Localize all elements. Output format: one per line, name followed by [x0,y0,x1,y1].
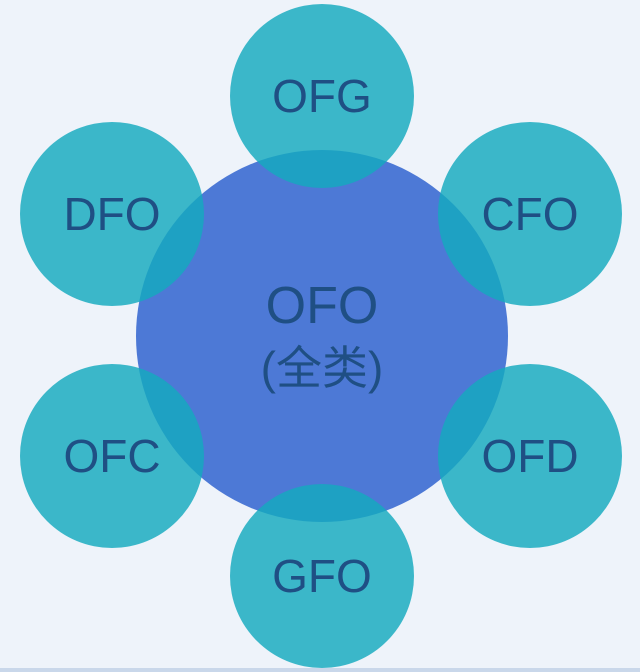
node-upper-right-label: CFO [481,188,579,240]
node-bottom-label: GFO [272,550,372,602]
node-lower-right: OFD [438,364,622,548]
bottom-border [0,668,640,672]
node-bottom: GFO [230,484,414,668]
node-upper-right: CFO [438,122,622,306]
node-upper-left-label: DFO [63,188,161,240]
center-subtitle: (全类) [260,342,384,395]
center-title: OFO [265,277,379,336]
node-lower-left-label: OFC [63,430,161,482]
node-top: OFG [230,4,414,188]
node-upper-left: DFO [20,122,204,306]
node-top-label: OFG [272,70,372,122]
node-lower-left: OFC [20,364,204,548]
node-lower-right-label: OFD [481,430,579,482]
